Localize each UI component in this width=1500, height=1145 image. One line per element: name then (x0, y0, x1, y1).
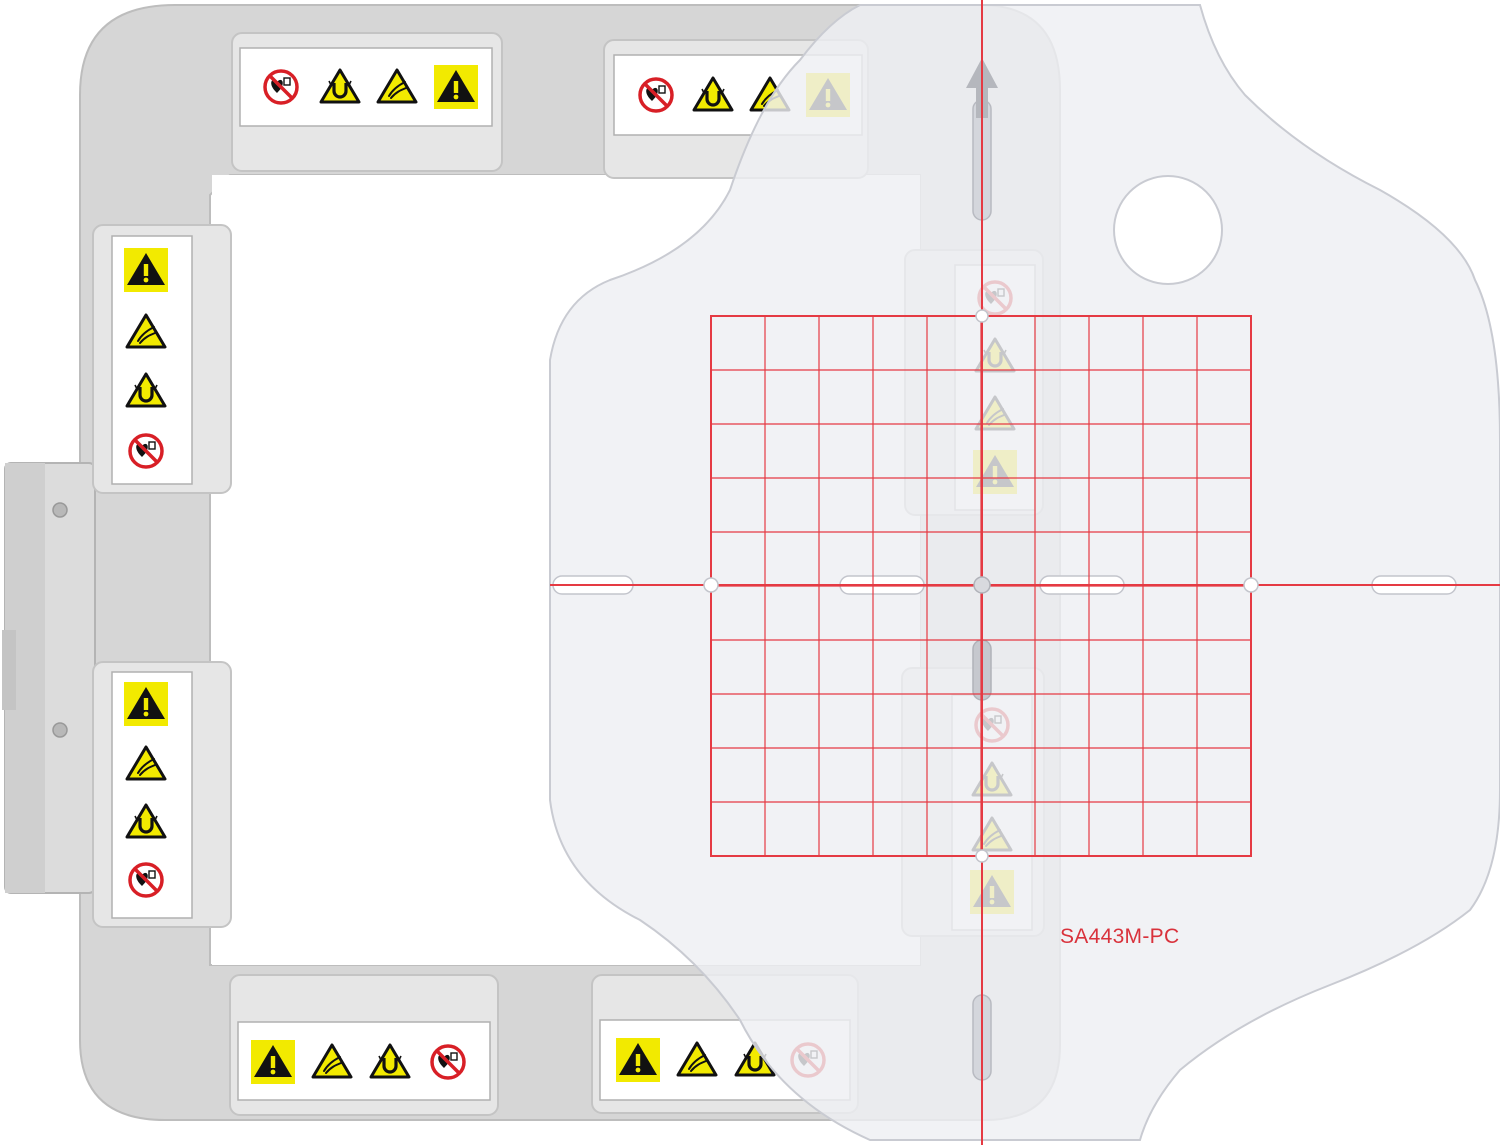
alignment-hole (975, 849, 989, 863)
magnet-clip-left-upper[interactable] (92, 224, 232, 494)
hoop-mounting-bracket[interactable] (2, 462, 96, 894)
no-pacemaker-icon (128, 433, 164, 469)
no-pacemaker-icon (430, 1044, 466, 1080)
magnet-clip-left-lower[interactable] (92, 661, 232, 928)
no-pacemaker-icon (128, 862, 164, 898)
no-pacemaker-icon (263, 69, 299, 105)
alignment-hole (973, 576, 991, 594)
warning-exclamation-icon (616, 1038, 660, 1082)
alignment-hole (703, 577, 719, 593)
template-model-label: SA443M-PC (1060, 925, 1180, 948)
embroidery-template-sheet[interactable] (549, 0, 1500, 1145)
warning-exclamation-icon (251, 1040, 295, 1084)
bracket-screw-bottom (52, 722, 68, 738)
warning-exclamation-icon (124, 248, 168, 292)
magnet-clip-top-left[interactable] (231, 32, 503, 172)
no-pacemaker-icon (638, 77, 674, 113)
magnet-clip-bottom-left[interactable] (229, 974, 499, 1116)
alignment-hole (1243, 577, 1259, 593)
warning-exclamation-icon (434, 65, 478, 109)
warning-exclamation-icon (124, 682, 168, 726)
bracket-screw-top (52, 502, 68, 518)
alignment-hole (975, 309, 989, 323)
template-hanging-hole (1113, 175, 1223, 285)
